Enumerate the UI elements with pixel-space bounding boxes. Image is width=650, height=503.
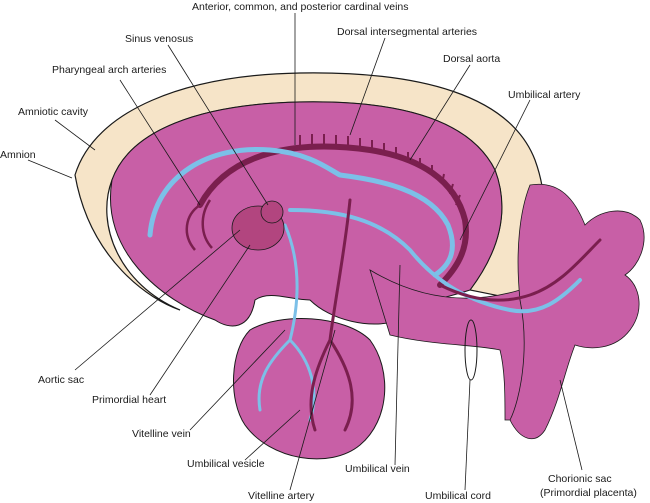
label-dorsal-intersegmental: Dorsal intersegmental arteries: [337, 26, 477, 38]
chorionic-sac: [509, 183, 645, 440]
leader-umbilical-cord: [464, 379, 471, 491]
leader-vitelline-vein: [189, 329, 286, 431]
leader-umbilical-vesicle: [244, 409, 301, 461]
label-primordial-heart: Primordial heart: [92, 394, 166, 406]
label-pharyngeal-arch: Pharyngeal arch arteries: [52, 64, 166, 76]
label-chorionic-sac-1: Chorionic sac: [548, 473, 612, 485]
label-chorionic-sac-2: (Primordial placenta): [540, 487, 637, 499]
leader-aortic-sac: [74, 229, 241, 371]
leader-primordial-heart: [149, 244, 251, 396]
label-vitelline-artery: Vitelline artery: [248, 490, 315, 502]
label-dorsal-aorta: Dorsal aorta: [443, 53, 500, 65]
leader-pharyngeal-arch: [119, 79, 201, 206]
label-umbilical-vesicle: Umbilical vesicle: [187, 458, 265, 470]
umbilical-vein-vessel: [288, 208, 582, 314]
cardinal-veins: [147, 146, 455, 278]
label-umbilical-vein: Umbilical vein: [345, 463, 410, 475]
label-amnion: Amnion: [0, 149, 36, 161]
dorsal-aorta: [197, 143, 469, 288]
umbilical-artery-vessel: [438, 238, 602, 302]
leader-vitelline-artery: [289, 329, 336, 491]
label-umbilical-artery: Umbilical artery: [508, 89, 581, 101]
label-aortic-sac: Aortic sac: [38, 374, 84, 386]
leader-amnion: [27, 159, 73, 179]
leader-chorionic-sac: [559, 379, 583, 471]
umbilical-vesicle: [233, 318, 386, 460]
sinus-venosus: [260, 200, 284, 224]
vitelline-artery-vessel: [309, 198, 354, 432]
leader-amniotic-cavity: [54, 119, 96, 151]
leader-umbilical-vein: [394, 264, 401, 466]
leader-dorsal-aorta: [409, 64, 471, 161]
leader-umbilical-artery: [459, 99, 531, 241]
leader-sinus-venosus: [167, 44, 269, 206]
umbilical-cord-ring: [464, 319, 478, 381]
pharyngeal-arch-arteries: [185, 199, 213, 251]
label-vitelline-vein: Vitelline vein: [132, 428, 191, 440]
label-umbilical-cord: Umbilical cord: [425, 490, 491, 502]
label-amniotic-cavity: Amniotic cavity: [18, 106, 89, 118]
label-sinus-venosus: Sinus venosus: [125, 33, 193, 45]
label-cardinal-veins: Anterior, common, and posterior cardinal…: [192, 1, 409, 13]
dorsal-intersegmental-arteries: [299, 134, 461, 206]
leader-dorsal-intersegmental: [349, 37, 386, 136]
